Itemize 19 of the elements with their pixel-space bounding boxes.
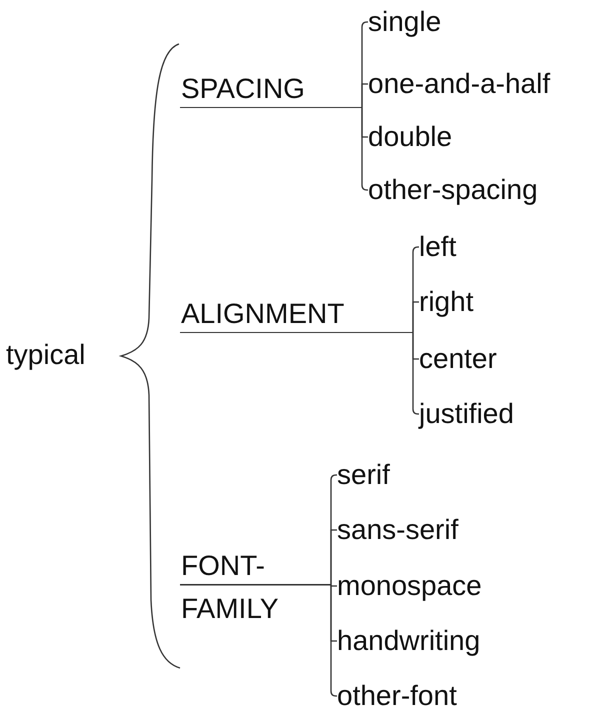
category-label: SPACING <box>180 72 362 108</box>
option-label: sans-serif <box>337 513 458 547</box>
option-label: left <box>419 230 456 264</box>
option-label: monospace <box>337 569 482 603</box>
category-label: ALIGNMENT <box>180 297 413 333</box>
option-label: right <box>419 285 474 319</box>
option-label: other-font <box>337 679 457 713</box>
option-label: center <box>419 342 497 376</box>
option-label: serif <box>337 458 390 492</box>
option-label: handwriting <box>337 624 480 658</box>
option-label: justified <box>419 397 514 431</box>
option-label: single <box>368 5 442 39</box>
option-label: other-spacing <box>368 173 538 207</box>
bracket-line <box>412 301 419 332</box>
bracket-line <box>361 83 368 108</box>
bracket-line <box>330 529 337 585</box>
option-label: one-and-a-half <box>368 67 550 101</box>
root-label: typical <box>6 336 116 374</box>
option-label: double <box>368 120 452 154</box>
